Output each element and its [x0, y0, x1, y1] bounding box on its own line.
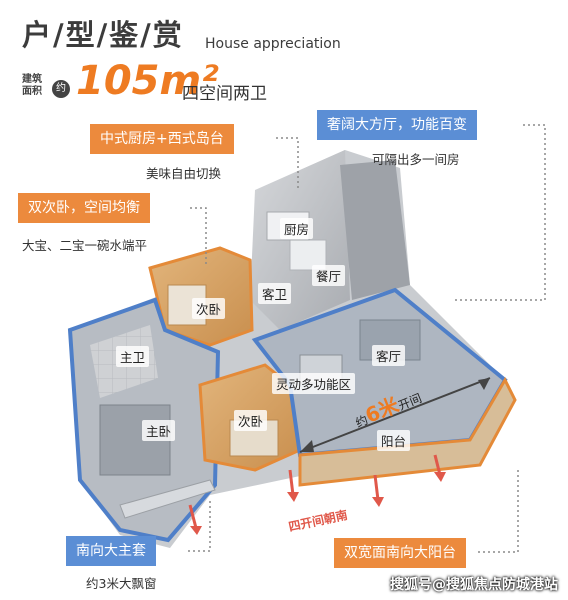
width-arrow-head-left	[300, 440, 314, 452]
area-value: 105m²	[76, 58, 219, 104]
room-multi-zone: 灵动多功能区	[272, 373, 356, 394]
area-label: 建筑面积	[22, 74, 42, 97]
cabinet-wall	[340, 160, 410, 300]
callout-master-tag: 南向大主套	[66, 536, 156, 566]
callout-bedrooms-tag: 双次卧，空间均衡	[18, 193, 150, 223]
room-second-bedroom-bottom: 次卧	[234, 410, 268, 431]
callout-kitchen-tag: 中式厨房+西式岛台	[90, 124, 234, 154]
callout-bedrooms-note: 大宝、二宝一碗水端平	[22, 238, 148, 253]
callout-balcony-tag: 双宽面南向大阳台	[334, 538, 466, 568]
room-guest-bath: 客卫	[258, 283, 292, 304]
bay-window	[119, 479, 216, 519]
callout-master-note: 约3米大飘窗	[86, 576, 157, 591]
south-arrow-heads	[190, 472, 446, 535]
room-balcony: 阳台	[377, 430, 411, 451]
callout-living-note: 可隔出多一间房	[372, 152, 460, 167]
room-living: 客厅	[372, 345, 406, 366]
callout-kitchen-note: 美味自由切换	[146, 166, 222, 181]
south-arrows	[188, 454, 442, 529]
room-second-bedroom-top: 次卧	[192, 298, 226, 319]
width-arrow-head-right	[478, 378, 490, 390]
width-arrow-line	[299, 377, 491, 453]
page-subtitle: House appreciation	[205, 36, 341, 52]
area-approx-badge: 约	[52, 80, 70, 98]
layout-type: 四空间两卫	[182, 84, 267, 104]
watermark: 搜狐号@搜狐焦点防城港站	[390, 577, 558, 593]
callout-living-tag: 奢阔大方厅，功能百变	[317, 110, 477, 140]
balcony-outline	[298, 376, 517, 487]
room-master-bedroom: 主卧	[142, 420, 176, 441]
page-title: 户/型/鉴/赏	[22, 18, 184, 52]
room-dining: 餐厅	[312, 265, 346, 286]
room-kitchen: 厨房	[280, 218, 314, 239]
room-master-bath: 主卫	[116, 346, 150, 367]
leader-lines	[188, 124, 546, 553]
